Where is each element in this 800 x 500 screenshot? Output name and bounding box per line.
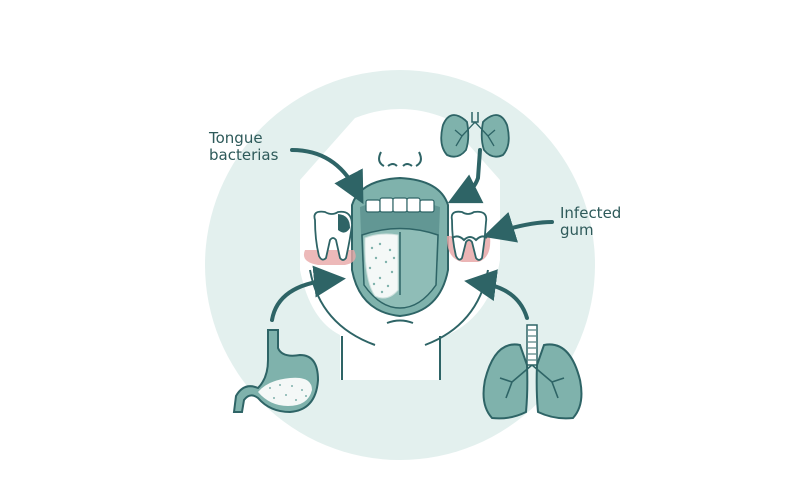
decayed-tooth [303, 210, 356, 265]
stomach-icon [232, 329, 320, 414]
arrow-tongue [290, 148, 364, 205]
nose-icon [378, 151, 422, 167]
open-mouth [351, 176, 449, 318]
arrow-gum [482, 211, 554, 243]
upper-teeth [365, 197, 435, 213]
arrow-lungs-bottom [464, 269, 529, 320]
label-line: Tongue [209, 129, 263, 147]
label-tongue-bacteria: Tongue bacterias [209, 130, 278, 164]
large-lungs-icon [482, 324, 583, 420]
label-line: bacterias [209, 146, 279, 164]
label-line: Infected [560, 204, 622, 222]
small-lungs-icon [440, 112, 510, 158]
arrows [270, 148, 554, 322]
infected-gum-tooth [446, 210, 491, 262]
label-infected-gum: Infected gum [560, 205, 621, 239]
arrow-stomach [270, 265, 346, 322]
arrow-lungs-top [447, 148, 484, 204]
label-line: gum [560, 221, 594, 239]
